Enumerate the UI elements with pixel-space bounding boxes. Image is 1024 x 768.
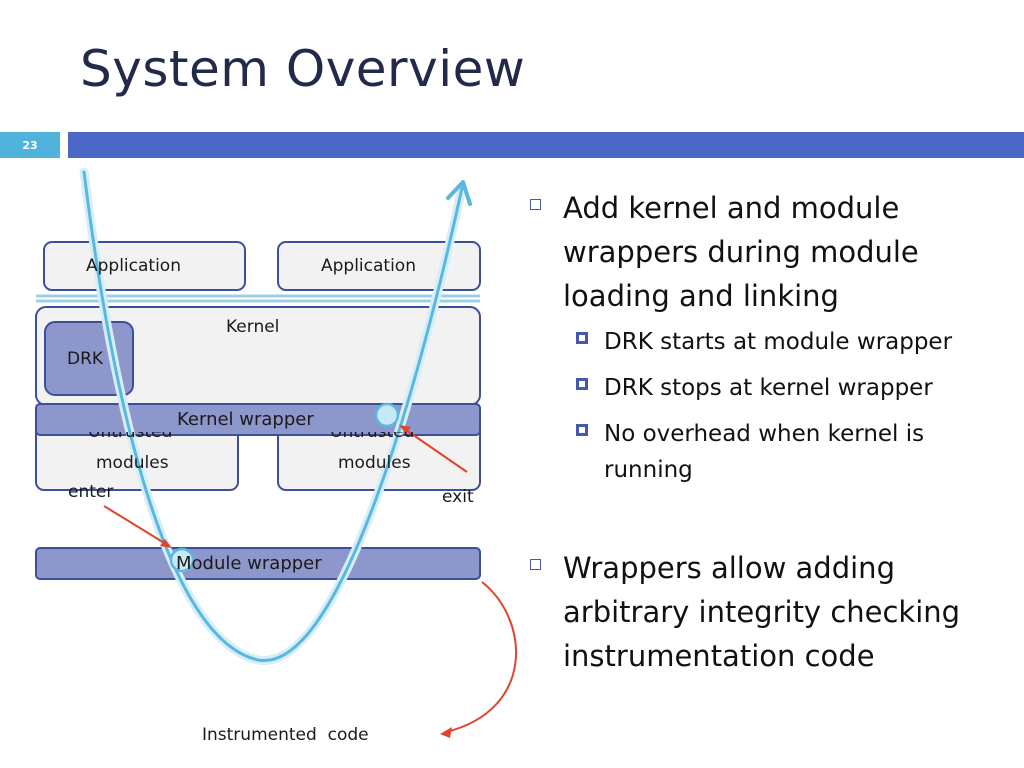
- module-wrapper-dot: [169, 547, 195, 573]
- title-accent-bar: [68, 132, 1024, 158]
- slide-number: 23: [0, 132, 60, 158]
- bullet-text: Wrappers allow adding arbitrary integrit…: [563, 551, 961, 673]
- untrusted-left-label-1: Untrusted: [88, 422, 173, 442]
- square-bullet-icon: [576, 424, 588, 436]
- untrusted-right-label-1: Untrusted: [330, 422, 415, 442]
- slide-title: System Overview: [80, 40, 526, 98]
- enter-label: enter: [68, 482, 114, 502]
- application-right-label: Application: [321, 256, 416, 276]
- square-bullet-icon: [576, 332, 588, 344]
- kernel-wrapper-dot: [374, 402, 400, 428]
- untrusted-left-label-2: modules: [96, 453, 169, 473]
- bullet-text: Add kernel and module wrappers during mo…: [563, 191, 919, 313]
- kernel-wrapper-label: Kernel wrapper: [177, 409, 314, 430]
- drk-label: DRK: [67, 349, 104, 369]
- sub-bullet-text: DRK stops at kernel wrapper: [604, 375, 933, 401]
- instrumented-code-arrow: [445, 581, 518, 733]
- bullet-list: Add kernel and module wrappers during mo…: [530, 186, 1000, 684]
- sub-bullet-item: DRK stops at kernel wrapper: [576, 370, 1000, 406]
- sub-bullet-item: DRK starts at module wrapper: [576, 324, 1000, 360]
- bullet-item: Wrappers allow adding arbitrary integrit…: [530, 546, 1000, 678]
- exit-arrow: [405, 429, 468, 473]
- module-wrapper-label: Module wrapper: [176, 553, 322, 574]
- module-wrapper-bar: [35, 547, 481, 580]
- kernel-label: Kernel: [226, 317, 280, 337]
- sub-bullet-text: No overhead when kernel is running: [604, 421, 925, 483]
- instrumented-code-label: Instrumented code: [202, 725, 369, 745]
- bullet-item: Add kernel and module wrappers during mo…: [530, 186, 1000, 318]
- exit-label: exit: [442, 487, 474, 507]
- enter-arrow: [103, 505, 167, 545]
- hollow-square-bullet-icon: [530, 199, 541, 210]
- sub-bullet-text: DRK starts at module wrapper: [604, 329, 953, 355]
- square-bullet-icon: [576, 378, 588, 390]
- application-right-box: [277, 241, 481, 291]
- application-left-label: Application: [86, 256, 181, 276]
- execution-arrowhead: [446, 180, 472, 206]
- sub-bullet-item: No overhead when kernel is running: [576, 416, 1000, 488]
- untrusted-right-label-2: modules: [338, 453, 411, 473]
- kernel-wrapper-bar: [35, 403, 481, 436]
- hollow-square-bullet-icon: [530, 559, 541, 570]
